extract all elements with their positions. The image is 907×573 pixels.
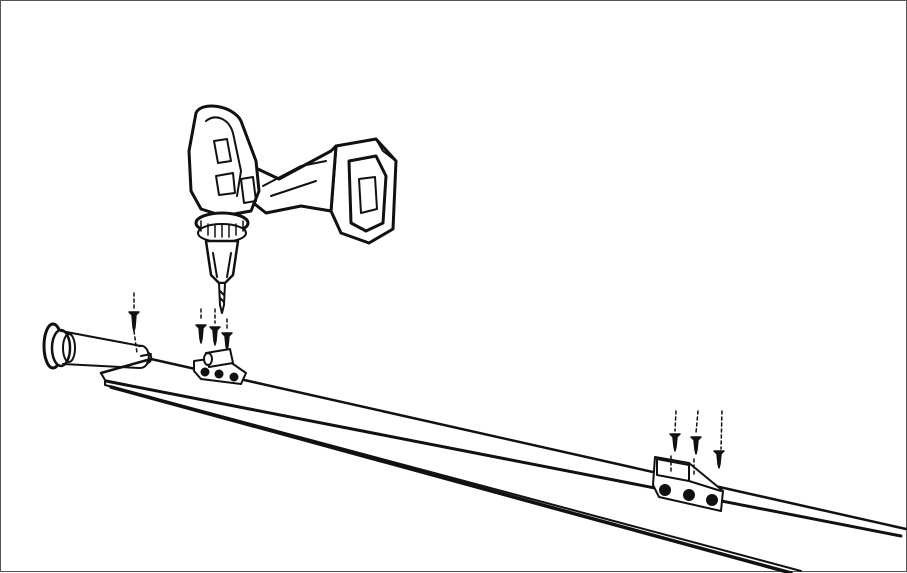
screws [128, 292, 725, 478]
bracket-right [652, 456, 724, 512]
mounting-rail [99, 357, 907, 573]
bracket-left [193, 348, 247, 385]
cordless-drill [187, 104, 398, 314]
end-cap [42, 322, 153, 370]
